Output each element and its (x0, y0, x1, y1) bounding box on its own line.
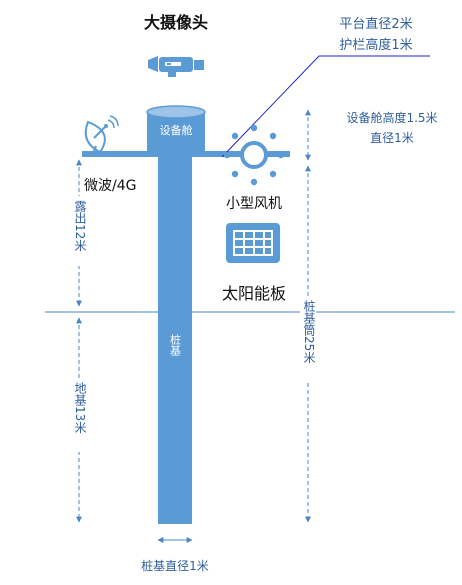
pile-diameter-label: 桩基直径1米 (141, 558, 209, 573)
cabin-height-label: 设备舱高度1.5米 (346, 110, 437, 125)
pile-label: 桩基 (169, 333, 182, 356)
camera-label: 大摄像头 (144, 13, 208, 32)
platform-diameter-label: 平台直径2米 (339, 17, 412, 32)
foundation-label: 地基13米 (73, 382, 87, 434)
solar-panel-label: 太阳能板 (222, 284, 286, 303)
wind-turbine-label: 小型风机 (226, 196, 282, 212)
pile-cylinder-label: 桩基筒25米 (302, 299, 316, 364)
cabin-diameter-label: 直径1米 (370, 131, 414, 145)
solar-panel-icon (226, 223, 280, 263)
satellite-dish-icon (84, 115, 119, 157)
equipment-cabin (146, 105, 206, 158)
cabin-label: 设备舱 (160, 123, 193, 137)
pile-column (158, 144, 192, 524)
railing-height-label: 护栏高度1米 (339, 37, 412, 53)
exposed-label: 露出12米 (73, 200, 87, 252)
wind-turbine-icon (223, 124, 285, 186)
microwave-label: 微波/4G (84, 178, 136, 194)
platform-leader-line (221, 55, 430, 158)
video-camera-icon (148, 56, 204, 77)
